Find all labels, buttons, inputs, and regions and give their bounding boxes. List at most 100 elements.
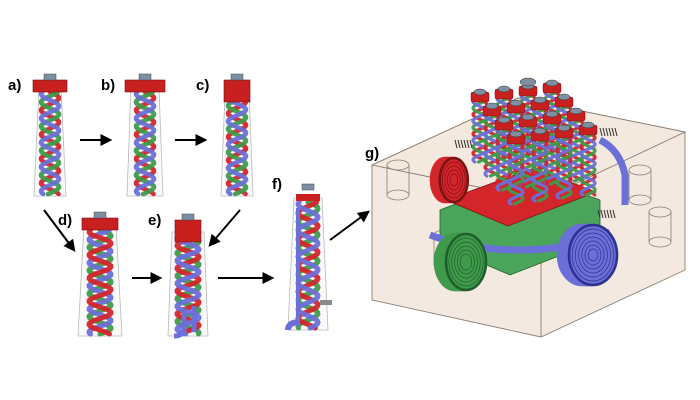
array-knob [509, 130, 523, 138]
coil-turn [447, 169, 461, 191]
coil-turn [459, 253, 473, 271]
fitting-spring [599, 127, 618, 137]
helix-strand [507, 140, 525, 206]
spring-wire [603, 209, 607, 219]
coil-turn [578, 236, 608, 274]
coil-turn [584, 244, 602, 266]
coil-turn [454, 245, 478, 279]
helix-strand [495, 126, 513, 192]
top-knob [181, 213, 195, 221]
array-knob [497, 116, 511, 124]
mount-hole [628, 194, 652, 206]
array-column [555, 134, 573, 200]
coil-turn [457, 249, 475, 275]
spring-wire [602, 127, 606, 137]
array-column [531, 137, 549, 203]
spring-wire [611, 127, 615, 137]
spring-wire [605, 127, 609, 137]
green-coil [433, 232, 488, 292]
column-array [470, 79, 598, 206]
top-knob [43, 73, 57, 81]
helix-column [86, 227, 114, 337]
stage-d [77, 211, 123, 337]
coil-turn [587, 248, 599, 262]
spring-wire [599, 127, 603, 137]
red-coil [429, 156, 470, 204]
stage-assemblies [32, 73, 332, 339]
helix-strand [86, 227, 114, 337]
coil-turn [571, 228, 615, 282]
panel-label-e: e) [148, 212, 162, 229]
top-knob [301, 183, 315, 191]
array-knob [533, 96, 547, 104]
coil-turn [451, 241, 481, 283]
stage-b [124, 73, 166, 197]
helix-strand [579, 131, 597, 197]
helix-strand [174, 233, 202, 337]
cap-ring [124, 79, 166, 93]
final-assembly-block [370, 77, 687, 338]
spring-wire [469, 139, 473, 149]
array-knob [557, 124, 571, 132]
blue-manifold-pipe [598, 136, 629, 205]
blue-coil [556, 223, 619, 287]
spring-wire [609, 209, 613, 219]
spring-wire [466, 139, 470, 149]
panel-label-c: c) [196, 77, 210, 94]
helix-strand [531, 137, 549, 203]
spring-wire [600, 209, 604, 219]
helix-strand [133, 89, 157, 197]
array-knob [521, 113, 535, 121]
cap-block [223, 79, 251, 103]
stage-e [167, 213, 209, 339]
feed-tube [173, 312, 187, 339]
panel-label-g: g) [365, 145, 380, 162]
arrow-f-to-g [329, 210, 370, 241]
coil-turn [444, 165, 464, 195]
coil-turn [438, 156, 470, 204]
coil-turn [448, 237, 484, 287]
array-column [579, 131, 597, 197]
spring-wire [460, 139, 464, 149]
panel-label-d: d) [58, 212, 73, 229]
spring-wire [463, 139, 467, 149]
top-knob [93, 211, 107, 219]
top-knob [230, 73, 244, 81]
array-knob [545, 110, 559, 118]
arrow-a-to-d [43, 209, 76, 252]
helix-strand [225, 93, 249, 197]
cap-ring [32, 79, 68, 93]
array-knob [519, 77, 537, 87]
helix-strand [86, 227, 114, 337]
cap-small [296, 194, 320, 201]
panel-label-a: a) [8, 77, 22, 94]
helix-strand [483, 112, 501, 178]
array-column [507, 140, 525, 206]
panel-label-b: b) [101, 77, 116, 94]
array-knob [533, 127, 547, 135]
arrow-c-to-e [208, 209, 241, 247]
array-knob [497, 85, 511, 93]
coil-turn [581, 240, 605, 270]
coil-turn [449, 173, 458, 187]
stage-f [285, 183, 332, 331]
helix-strand [531, 137, 549, 203]
array-knob [557, 93, 571, 101]
helix-column [225, 93, 249, 197]
stage-c [220, 73, 254, 197]
spring-wire [606, 209, 610, 219]
panel-label-f: f) [272, 176, 282, 193]
cap-ring [81, 217, 119, 231]
coil-turn [441, 161, 466, 199]
mount-hole [386, 189, 410, 201]
cap-block [174, 219, 202, 243]
spring-wire [457, 139, 461, 149]
helix-strand [579, 131, 597, 197]
process-arrows [43, 134, 370, 284]
helix-column [133, 89, 157, 197]
coil-turn [567, 223, 619, 287]
array-knob [545, 79, 559, 87]
array-knob [509, 99, 523, 107]
array-knob [473, 88, 487, 96]
